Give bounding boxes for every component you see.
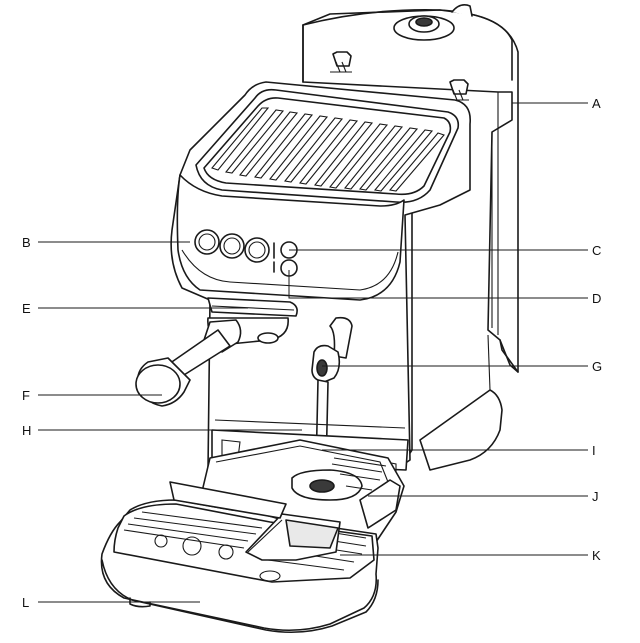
callout-i: I: [322, 443, 596, 458]
callout-c: C: [289, 243, 601, 258]
callout-d: D: [288, 270, 601, 306]
control-panel: [176, 174, 405, 301]
portafilter: [135, 317, 289, 407]
callout-b: B: [22, 235, 190, 250]
label-e: E: [22, 301, 31, 316]
tray-grill-slots: [211, 107, 445, 192]
label-j: J: [592, 489, 599, 504]
callout-a: A: [512, 96, 601, 111]
label-h: H: [22, 423, 31, 438]
callout-e: E: [22, 301, 248, 316]
label-d: D: [592, 291, 601, 306]
callout-labels: A B C D E F G H: [22, 96, 602, 610]
label-b: B: [22, 235, 31, 250]
callout-j: J: [368, 489, 599, 504]
label-f: F: [22, 388, 30, 403]
label-l: L: [22, 595, 29, 610]
water-tank: [302, 4, 519, 373]
control-buttons: [194, 229, 275, 273]
group-head: [207, 297, 298, 317]
callout-l: L: [22, 595, 200, 610]
cup-warming-tray: [195, 88, 460, 204]
callout-k: K: [340, 548, 601, 563]
drip-tray-base: [199, 439, 405, 543]
callout-g: G: [322, 359, 602, 374]
label-k: K: [592, 548, 601, 563]
callout-h: H: [22, 423, 302, 438]
label-c: C: [592, 243, 601, 258]
drip-tray: [100, 481, 379, 634]
label-g: G: [592, 359, 602, 374]
callout-f: F: [22, 388, 162, 403]
label-a: A: [592, 96, 601, 111]
label-i: I: [592, 443, 596, 458]
